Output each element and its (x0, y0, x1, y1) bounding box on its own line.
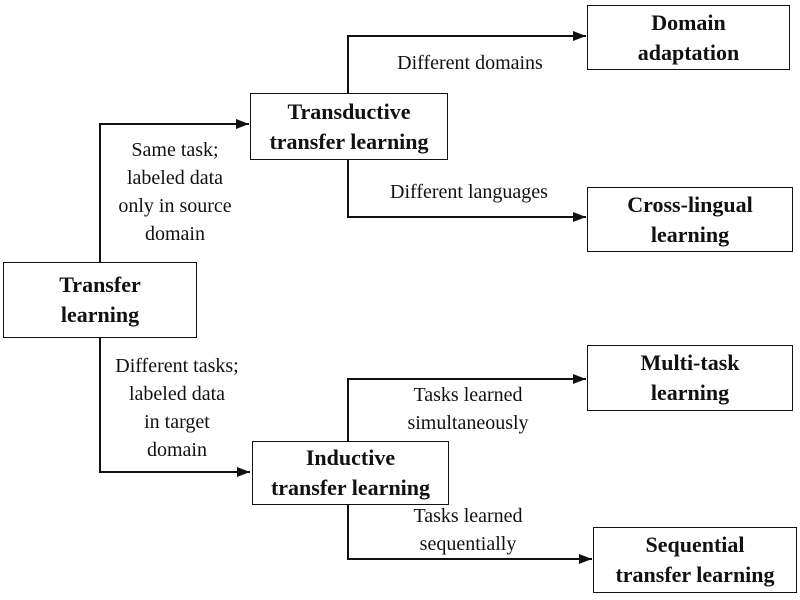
edge-label-line: domain (147, 439, 207, 461)
node-label-line: Transductive (287, 98, 411, 124)
node-inductive-transfer-learning: Inductive transfer learning (252, 441, 449, 505)
edge-label-line: sequentially (419, 533, 517, 555)
node-label-line: transfer learning (269, 128, 429, 154)
edge-label-tasks-sequentially: Tasks learned sequentially (348, 502, 588, 558)
edge-label-line: labeled data (126, 167, 224, 189)
edge-label-line: Different domains (397, 52, 543, 74)
node-label-line: learning (650, 221, 730, 247)
node-label-line: Domain (651, 9, 726, 35)
edge-label-line: Same task; (131, 139, 219, 161)
node-label-line: transfer learning (615, 562, 775, 587)
edge-label-line: in target (144, 411, 210, 433)
edge-label-line: Different tasks; (115, 355, 239, 377)
edge-label-tasks-simultaneously: Tasks learned simultaneously (348, 381, 588, 437)
connector-transfer-to-inductive (99, 337, 250, 477)
node-label-line: Inductive (305, 445, 396, 470)
edge-label-different-tasks: Different tasks; labeled data in target … (77, 352, 277, 464)
node-label-line: Cross-lingual (627, 191, 753, 217)
edge-label-different-languages: Different languages (349, 178, 589, 206)
node-transductive-transfer-learning: Transductive transfer learning (250, 93, 448, 160)
node-label-line: Multi-task (640, 350, 740, 375)
connector-transductive-to-cross-lingual (347, 159, 586, 222)
node-label-line: learning (60, 302, 140, 327)
edge-label-line: labeled data (128, 383, 226, 405)
connector-inductive-to-multi-task (347, 374, 586, 442)
node-transfer-learning: Transfer learning (3, 262, 197, 338)
edge-label-different-domains: Different domains (350, 49, 590, 77)
edge-label-line: only in source (118, 195, 232, 217)
edge-label-line: Tasks learned (413, 384, 523, 406)
node-label-line: Transfer (59, 272, 141, 297)
edge-label-line: Tasks learned (413, 505, 523, 527)
node-label-line: Sequential (645, 532, 745, 557)
edge-label-line: Different languages (390, 181, 548, 203)
node-multi-task-learning: Multi-task learning (587, 345, 793, 411)
node-label-line: learning (650, 380, 730, 405)
connector-inductive-to-sequential (347, 504, 592, 564)
edge-label-line: domain (145, 223, 205, 245)
edge-label-same-task: Same task; labeled data only in source d… (75, 136, 275, 248)
node-cross-lingual-learning: Cross-lingual learning (587, 187, 793, 252)
node-label-line: adaptation (637, 39, 740, 65)
connector-transductive-to-domain-adaptation (347, 31, 586, 94)
connector-transfer-to-transductive (99, 119, 249, 263)
node-label-line: transfer learning (270, 475, 431, 500)
edge-label-line: simultaneously (407, 412, 529, 434)
node-sequential-transfer-learning: Sequential transfer learning (593, 527, 797, 593)
node-domain-adaptation: Domain adaptation (587, 5, 790, 70)
